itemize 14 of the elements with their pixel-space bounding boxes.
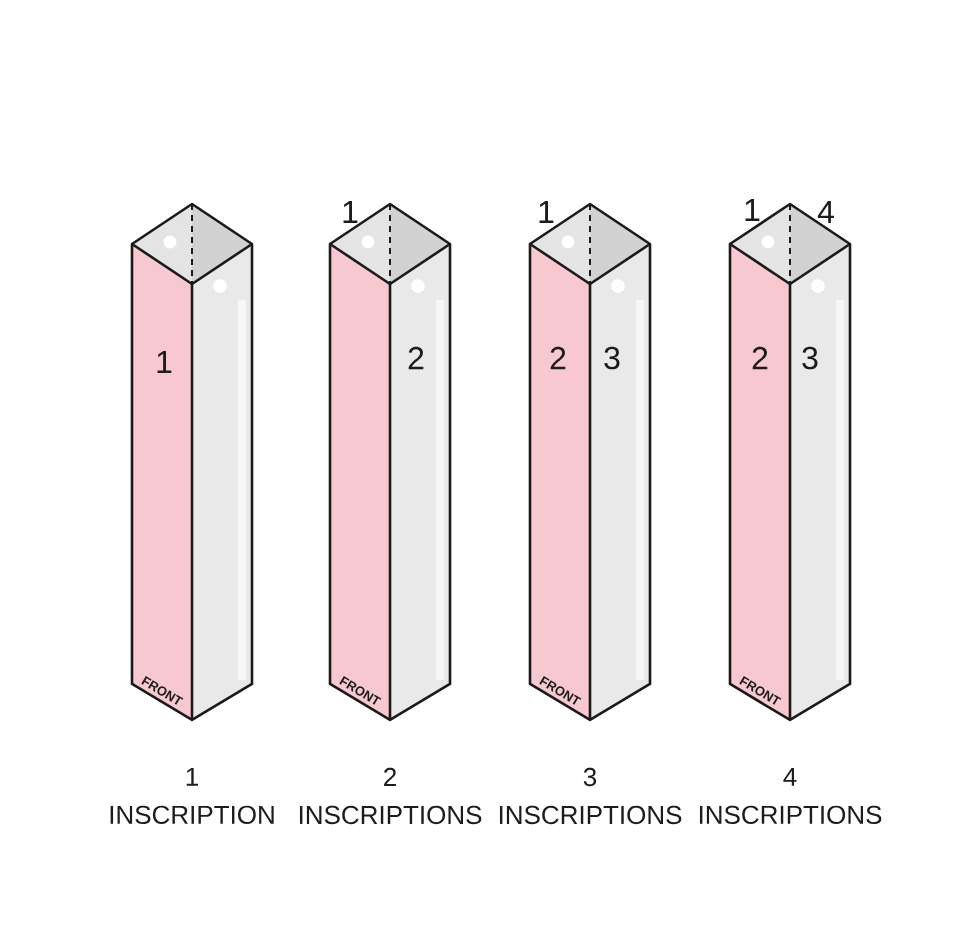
face-number: 2 bbox=[550, 346, 566, 370]
face-number: 1 bbox=[343, 201, 358, 223]
face-number: 1 bbox=[745, 199, 760, 221]
face-number: 2 bbox=[408, 346, 424, 370]
face-number: 2 bbox=[752, 346, 768, 370]
node-label: 2 INSCRIPTIONS bbox=[299, 767, 482, 825]
node-label: 4 INSCRIPTIONS bbox=[699, 767, 882, 825]
face-number: 3 bbox=[604, 346, 620, 370]
face-number: 3 bbox=[802, 346, 818, 370]
face-number: 1 bbox=[539, 201, 554, 223]
node-label: 1 INSCRIPTION bbox=[110, 767, 274, 825]
face-number: 4 bbox=[817, 201, 834, 223]
node-label: 3 INSCRIPTIONS bbox=[499, 767, 682, 825]
face-number: 1 bbox=[157, 351, 172, 373]
